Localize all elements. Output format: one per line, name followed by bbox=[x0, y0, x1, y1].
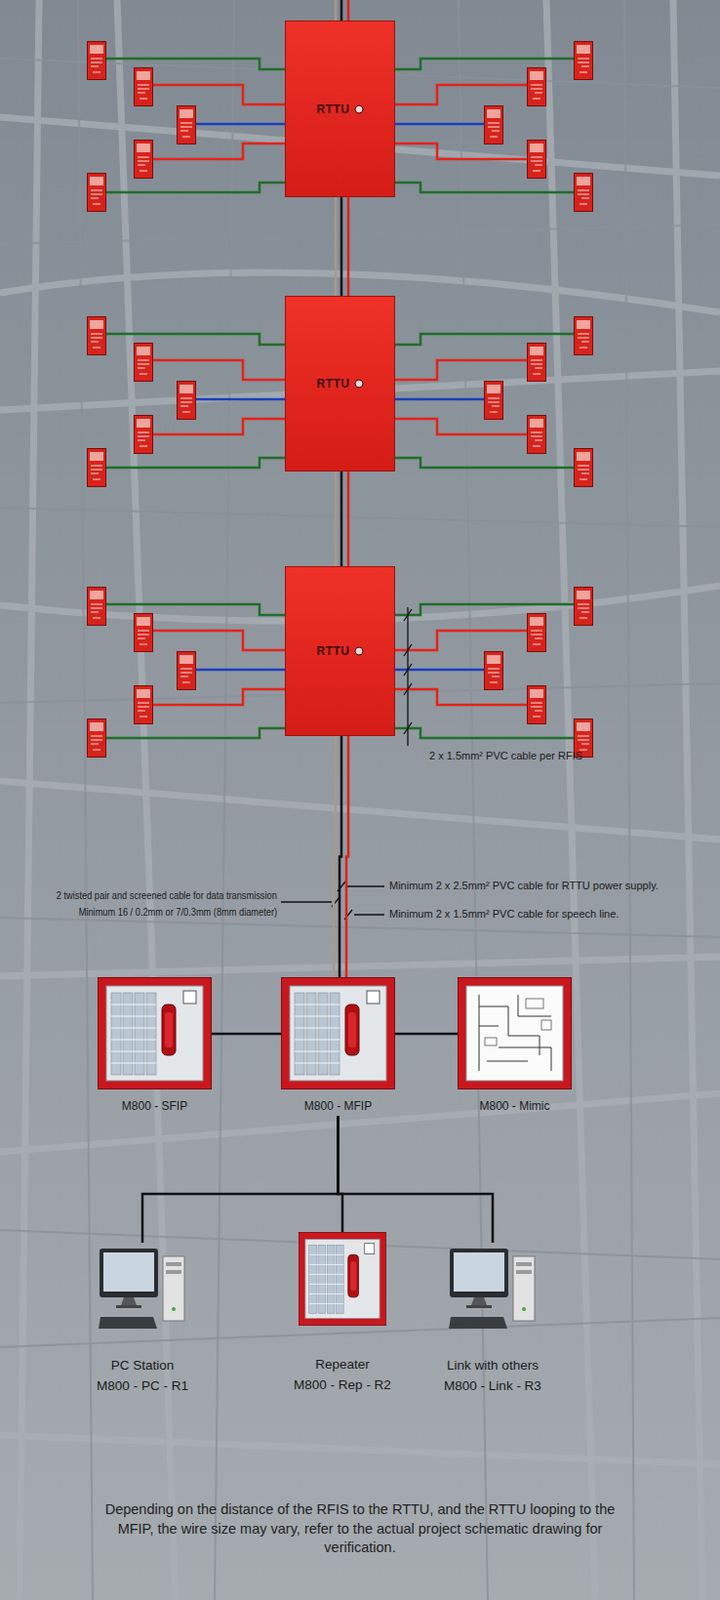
rttu-box: RTTU bbox=[284, 295, 396, 472]
fire-panel-icon bbox=[280, 976, 396, 1089]
device-name: M800 - Mimic bbox=[457, 1096, 572, 1116]
connector-line bbox=[340, 197, 344, 296]
link-station-icon bbox=[448, 1241, 537, 1332]
fire-panel-icon bbox=[97, 976, 212, 1089]
connector bbox=[395, 1033, 458, 1035]
connector bbox=[338, 1115, 494, 1242]
unit-name: RTTU bbox=[317, 643, 351, 658]
connector-line bbox=[334, 471, 338, 566]
cable-note: Minimum 2 x 1.5mm² PVC cable for speech … bbox=[389, 907, 619, 920]
connector-line bbox=[338, 1115, 494, 1242]
device-name: Repeater bbox=[269, 1354, 416, 1375]
logo-dot bbox=[355, 646, 363, 655]
rttu-box: RTTU bbox=[284, 565, 396, 736]
device-code: M800 - PC - R1 bbox=[69, 1375, 216, 1397]
rttu-label-row: RTTU bbox=[317, 102, 364, 117]
device-code: M800 - Link - R3 bbox=[419, 1375, 566, 1397]
device-code: M800 - Rep - R2 bbox=[269, 1374, 416, 1396]
repeater-panel-picture bbox=[298, 1231, 386, 1324]
pc-station-picture bbox=[98, 1247, 185, 1328]
connector-line bbox=[347, 471, 351, 566]
logo-dot bbox=[355, 105, 363, 114]
fire-panel: M800 - SFIP bbox=[97, 976, 212, 1116]
unit-name: RTTU bbox=[317, 102, 351, 117]
rttu-logo bbox=[354, 645, 364, 656]
connector-line bbox=[333, 735, 336, 977]
rttu-logo bbox=[354, 104, 364, 115]
rttu-label-row: RTTU bbox=[317, 643, 364, 658]
device-name: Link with others bbox=[419, 1355, 566, 1376]
connector bbox=[142, 1115, 339, 1242]
rttu-logo bbox=[354, 378, 364, 389]
cable-note: Minimum 2 x 2.5mm² PVC cable for RTTU po… bbox=[389, 879, 659, 892]
connector-line bbox=[211, 1032, 281, 1036]
link-station: Link with othersM800 - Link - R3 bbox=[419, 1241, 566, 1396]
footnote-caption: Depending on the distance of the RFIS to… bbox=[96, 1499, 624, 1558]
bus-feed bbox=[335, 0, 349, 21]
logo-dot bbox=[355, 379, 363, 388]
rttu-box: RTTU bbox=[284, 20, 396, 198]
repeater-panel-icon bbox=[298, 1231, 387, 1325]
device-name: PC Station bbox=[69, 1355, 216, 1376]
connector bbox=[335, 471, 349, 566]
repeater-panel: RepeaterM800 - Rep - R2 bbox=[269, 1231, 416, 1395]
device-name: M800 - SFIP bbox=[97, 1096, 212, 1116]
connector-line bbox=[340, 471, 344, 566]
connector-line bbox=[339, 735, 342, 977]
unit-name: RTTU bbox=[317, 376, 351, 391]
connector-line bbox=[142, 1115, 339, 1242]
connector-line bbox=[346, 735, 349, 977]
link-station-picture bbox=[448, 1247, 535, 1328]
device-name: M800 - MFIP bbox=[280, 1096, 396, 1116]
mimic-panel-icon bbox=[457, 976, 572, 1089]
connector bbox=[211, 1033, 281, 1035]
cable-note: 2 x 1.5mm² PVC cable per RFIS bbox=[429, 749, 583, 762]
pc-station: PC StationM800 - PC - R1 bbox=[69, 1241, 216, 1396]
fire-panel: M800 - MFIP bbox=[280, 976, 396, 1116]
connector bbox=[335, 197, 349, 296]
connector-line bbox=[334, 197, 338, 296]
mimic-panel-picture bbox=[458, 977, 572, 1089]
cable-note: 2 twisted pair and screened cable for da… bbox=[56, 888, 278, 902]
pc-station-icon bbox=[98, 1241, 187, 1332]
connector-line bbox=[347, 197, 351, 296]
connector bbox=[333, 735, 349, 977]
connector-line bbox=[395, 1032, 458, 1036]
fire-panel-picture bbox=[281, 977, 396, 1089]
mimic-panel: M800 - Mimic bbox=[457, 976, 572, 1116]
fire-panel-picture bbox=[98, 977, 212, 1089]
cable-note: Minimum 16 / 0.2mm or 7/0.3mm (8mm diame… bbox=[79, 905, 278, 919]
rttu-label-row: RTTU bbox=[317, 376, 364, 391]
